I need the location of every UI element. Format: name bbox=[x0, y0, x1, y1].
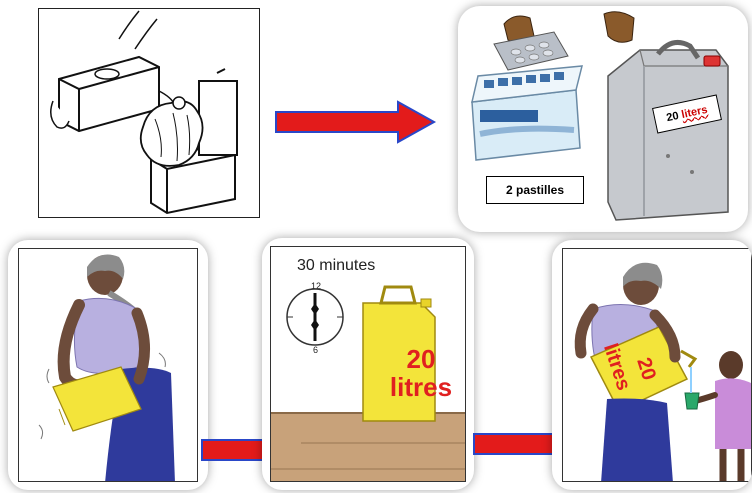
woman-shaking-illustration bbox=[19, 249, 198, 482]
step4-wait-panel: 30 minutes 12 6 20 litres bbox=[262, 238, 474, 490]
clock-6-label: 6 bbox=[313, 345, 318, 355]
wait-frame: 30 minutes 12 6 20 litres bbox=[270, 246, 466, 482]
liters-word: liters bbox=[680, 104, 708, 121]
drink-frame: litres 20 bbox=[562, 248, 752, 482]
arrow-right-icon bbox=[272, 98, 440, 146]
clock-12-label: 12 bbox=[311, 281, 321, 291]
wait-time-label: 30 minutes bbox=[297, 257, 375, 275]
filter-illustration bbox=[39, 9, 260, 218]
liters-number: 20 bbox=[665, 110, 679, 124]
shake-frame bbox=[18, 248, 198, 482]
step3-shake-panel bbox=[8, 240, 208, 490]
step2-tablets-panel: 2 pastilles 20 liters bbox=[458, 6, 748, 232]
jug-number: 20 bbox=[383, 345, 459, 373]
jug-volume-label: 20 litres bbox=[383, 345, 459, 401]
step1-filter-panel bbox=[38, 8, 260, 218]
jug-word: litres bbox=[383, 373, 459, 401]
pastilles-label: 2 pastilles bbox=[486, 176, 584, 204]
pouring-illustration bbox=[563, 249, 752, 482]
step5-drink-panel: litres 20 bbox=[552, 240, 752, 490]
